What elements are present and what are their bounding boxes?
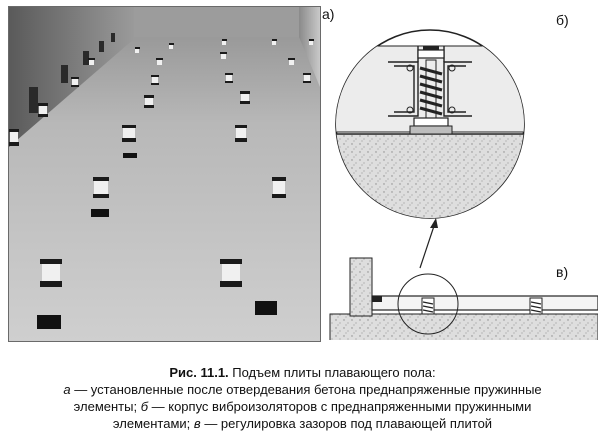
- caption-letter-a: а: [63, 382, 71, 397]
- panel-label-b: б): [556, 12, 569, 28]
- caption-line-2: элементы; б — корпус виброизоляторов с п…: [0, 398, 605, 415]
- spring-isolator-diagram: [329, 29, 598, 340]
- photo-floor-spring-elements: [8, 6, 321, 342]
- caption-text-b-end: элементами;: [112, 416, 194, 431]
- panel-label-a: а): [322, 6, 335, 22]
- caption-line-3: элементами; в — регулировка зазоров под …: [0, 415, 605, 432]
- figure-caption: Рис. 11.1. Подъем плиты плавающего пола:…: [0, 364, 605, 432]
- figure-number: Рис. 11.1.: [169, 365, 229, 380]
- floating-slab-section: [329, 257, 598, 340]
- caption-letter-b: б: [140, 399, 149, 414]
- caption-title: Подъем плиты плавающего пола:: [228, 365, 436, 380]
- caption-text-b: — корпус виброизоляторов с преднапряженн…: [148, 399, 532, 414]
- caption-text-a: — установленные после отвердевания бетон…: [70, 382, 542, 397]
- panel-label-c: в): [556, 264, 569, 280]
- caption-letter-c: в: [193, 416, 201, 431]
- caption-text-c: — регулировка зазоров под плавающей плит…: [200, 416, 493, 431]
- caption-line-1: а — установленные после отвердевания бет…: [0, 381, 605, 398]
- caption-title-line: Рис. 11.1. Подъем плиты плавающего пола:: [0, 364, 605, 381]
- isolator-detail-circle: [335, 29, 525, 219]
- caption-text-a-end: элементы;: [73, 399, 141, 414]
- isolator-left: [421, 297, 435, 315]
- isolator-right: [529, 297, 543, 315]
- spring-elements: [9, 39, 314, 329]
